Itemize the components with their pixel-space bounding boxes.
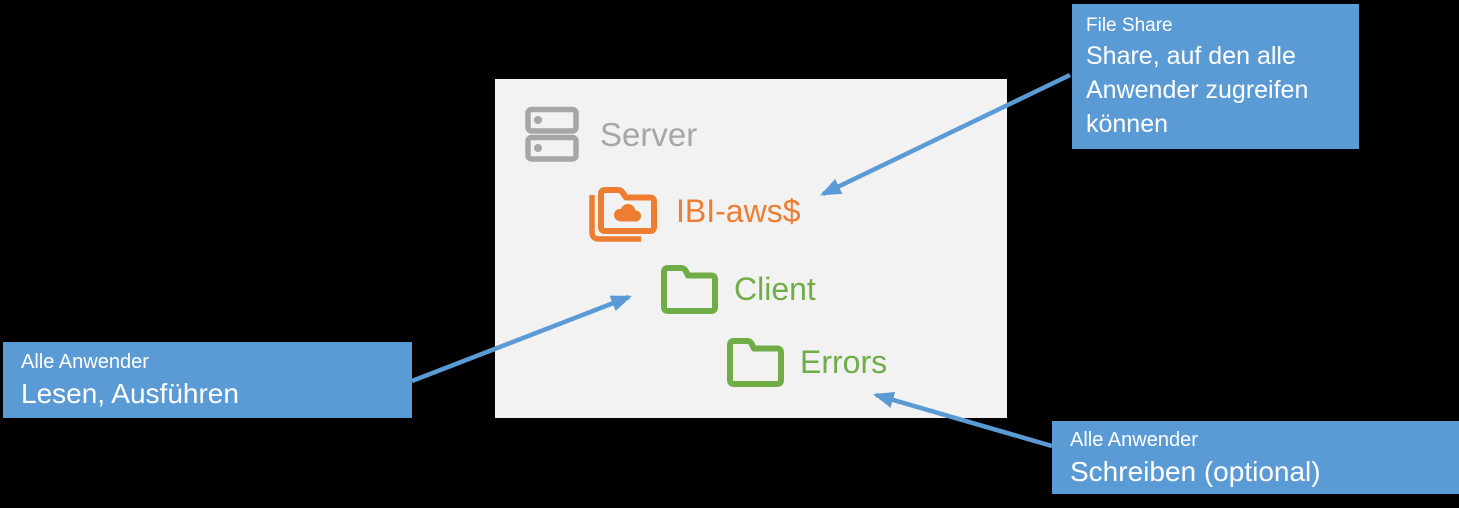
callout-read-execute-title: Alle Anwender xyxy=(21,351,149,373)
folder-icon xyxy=(721,336,785,389)
callout-read-execute-body: Lesen, Ausführen xyxy=(21,378,239,409)
folder-icon xyxy=(655,263,719,316)
callout-read-execute: Alle Anwender Lesen, Ausführen xyxy=(3,342,412,418)
callout-file-share-title: File Share xyxy=(1086,15,1173,36)
file-share-label: IBI-aws$ xyxy=(676,193,801,229)
callout-write-optional-title: Alle Anwender xyxy=(1070,429,1198,451)
callout-file-share: File Share Share, auf den alle Anwender … xyxy=(1072,4,1359,149)
callout-file-share-body: Share, auf den alle Anwender zugreifen k… xyxy=(1086,42,1309,138)
file-share-node: IBI-aws$ xyxy=(588,178,800,244)
callout-write-optional-body: Schreiben (optional) xyxy=(1070,456,1321,487)
server-panel: Server IBI-aws$ xyxy=(495,79,1007,418)
client-folder-node: Client xyxy=(655,263,816,315)
callout-write-optional: Alle Anwender Schreiben (optional) xyxy=(1052,421,1459,494)
cloud-shared-folder-icon xyxy=(588,178,662,244)
server-label: Server xyxy=(600,115,698,153)
server-node: Server xyxy=(525,105,697,163)
errors-folder-label: Errors xyxy=(800,344,888,380)
errors-folder-node: Errors xyxy=(721,336,887,388)
server-icon xyxy=(525,106,579,163)
client-folder-label: Client xyxy=(734,271,816,307)
